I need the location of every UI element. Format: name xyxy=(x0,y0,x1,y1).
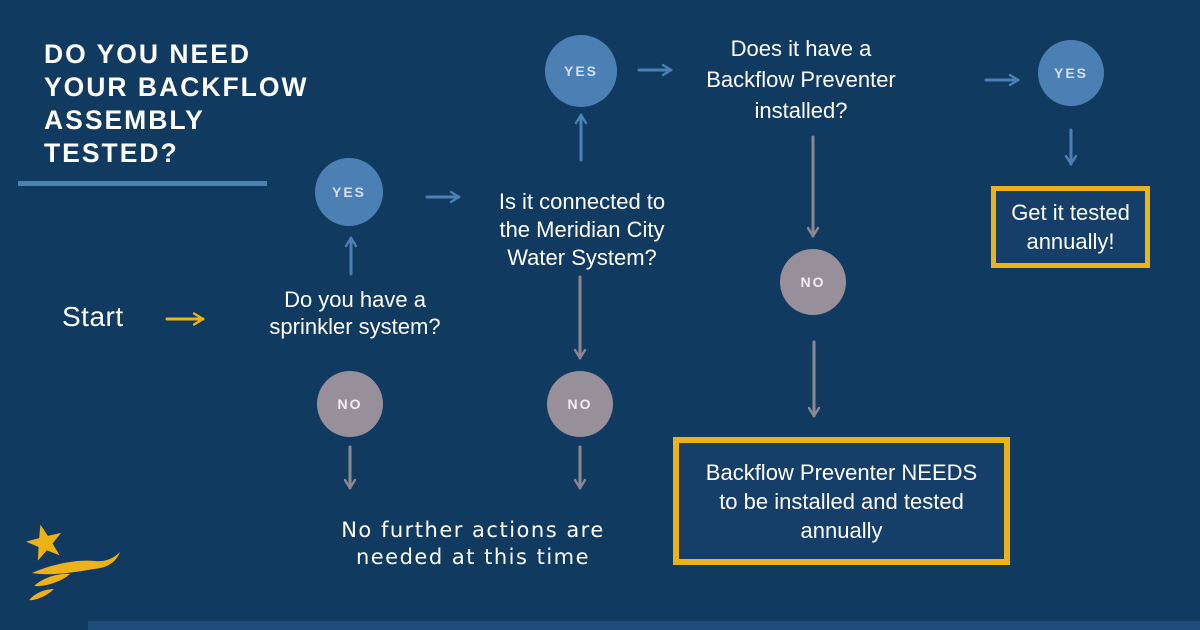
outcome-install-test-text: Backflow Preventer NEEDS to be installed… xyxy=(706,458,977,545)
page-title: DO YOU NEED YOUR BACKFLOW ASSEMBLY TESTE… xyxy=(44,38,308,170)
question-connected: Is it connected to the Meridian City Wat… xyxy=(468,188,696,272)
question-preventer-line-3: installed? xyxy=(754,98,848,123)
question-connected-line-1: Is it connected to xyxy=(498,189,666,214)
question-preventer: Does it have a Backflow Preventer instal… xyxy=(677,33,925,126)
no-circle-preventer: NO xyxy=(780,249,846,315)
meridian-star-logo xyxy=(26,524,120,601)
question-sprinkler-line-2: sprinkler system? xyxy=(269,314,441,339)
outcome-test-annually-text: Get it tested annually! xyxy=(1011,198,1130,256)
yes-label: YES xyxy=(1053,65,1088,81)
no-label: NO xyxy=(567,396,593,412)
title-line-4: TESTED? xyxy=(44,138,179,168)
outcome-no-action-line-2: needed at this time xyxy=(355,545,591,569)
no-circle-connected: NO xyxy=(547,371,613,437)
yes-circle-sprinkler: YES xyxy=(315,158,383,226)
outcome-test-line-2: annually! xyxy=(1026,229,1115,254)
logo-swoosh-2 xyxy=(34,573,70,587)
outcome-install-line-1: Backflow Preventer NEEDS xyxy=(705,459,978,485)
question-connected-line-2: the Meridian City xyxy=(499,217,665,242)
logo-swoosh-1 xyxy=(32,552,120,575)
yes-label: YES xyxy=(331,184,366,200)
outcome-install-line-2: to be installed and tested xyxy=(719,488,964,514)
outcome-no-action-text: No further actions are needed at this ti… xyxy=(330,517,616,571)
yes-circle-preventer: YES xyxy=(1038,40,1104,106)
logo-star xyxy=(26,524,62,561)
question-preventer-line-2: Backflow Preventer xyxy=(706,67,896,92)
question-preventer-line-1: Does it have a xyxy=(730,36,872,61)
question-sprinkler: Do you have a sprinkler system? xyxy=(246,286,464,340)
no-circle-sprinkler: NO xyxy=(317,371,383,437)
title-line-3: ASSEMBLY xyxy=(44,105,205,135)
no-label: NO xyxy=(800,274,826,290)
bottom-accent-bar xyxy=(88,621,1200,630)
logo-swoosh-3 xyxy=(29,589,54,601)
title-underline xyxy=(18,181,267,186)
yes-label: YES xyxy=(563,63,598,79)
start-label: Start xyxy=(62,301,124,332)
title-line-2: YOUR BACKFLOW xyxy=(44,72,309,102)
outcome-test-annually-box: Get it tested annually! xyxy=(991,186,1150,268)
outcome-install-test-box: Backflow Preventer NEEDS to be installed… xyxy=(673,437,1010,565)
yes-circle-connected: YES xyxy=(545,35,617,107)
question-connected-line-3: Water System? xyxy=(507,245,657,270)
outcome-install-line-3: annually xyxy=(800,517,883,543)
no-label: NO xyxy=(337,396,363,412)
outcome-no-action-line-1: No further actions are xyxy=(341,518,605,542)
question-sprinkler-line-1: Do you have a xyxy=(284,287,426,312)
outcome-test-line-1: Get it tested xyxy=(1011,200,1130,225)
title-line-1: DO YOU NEED xyxy=(44,39,252,69)
